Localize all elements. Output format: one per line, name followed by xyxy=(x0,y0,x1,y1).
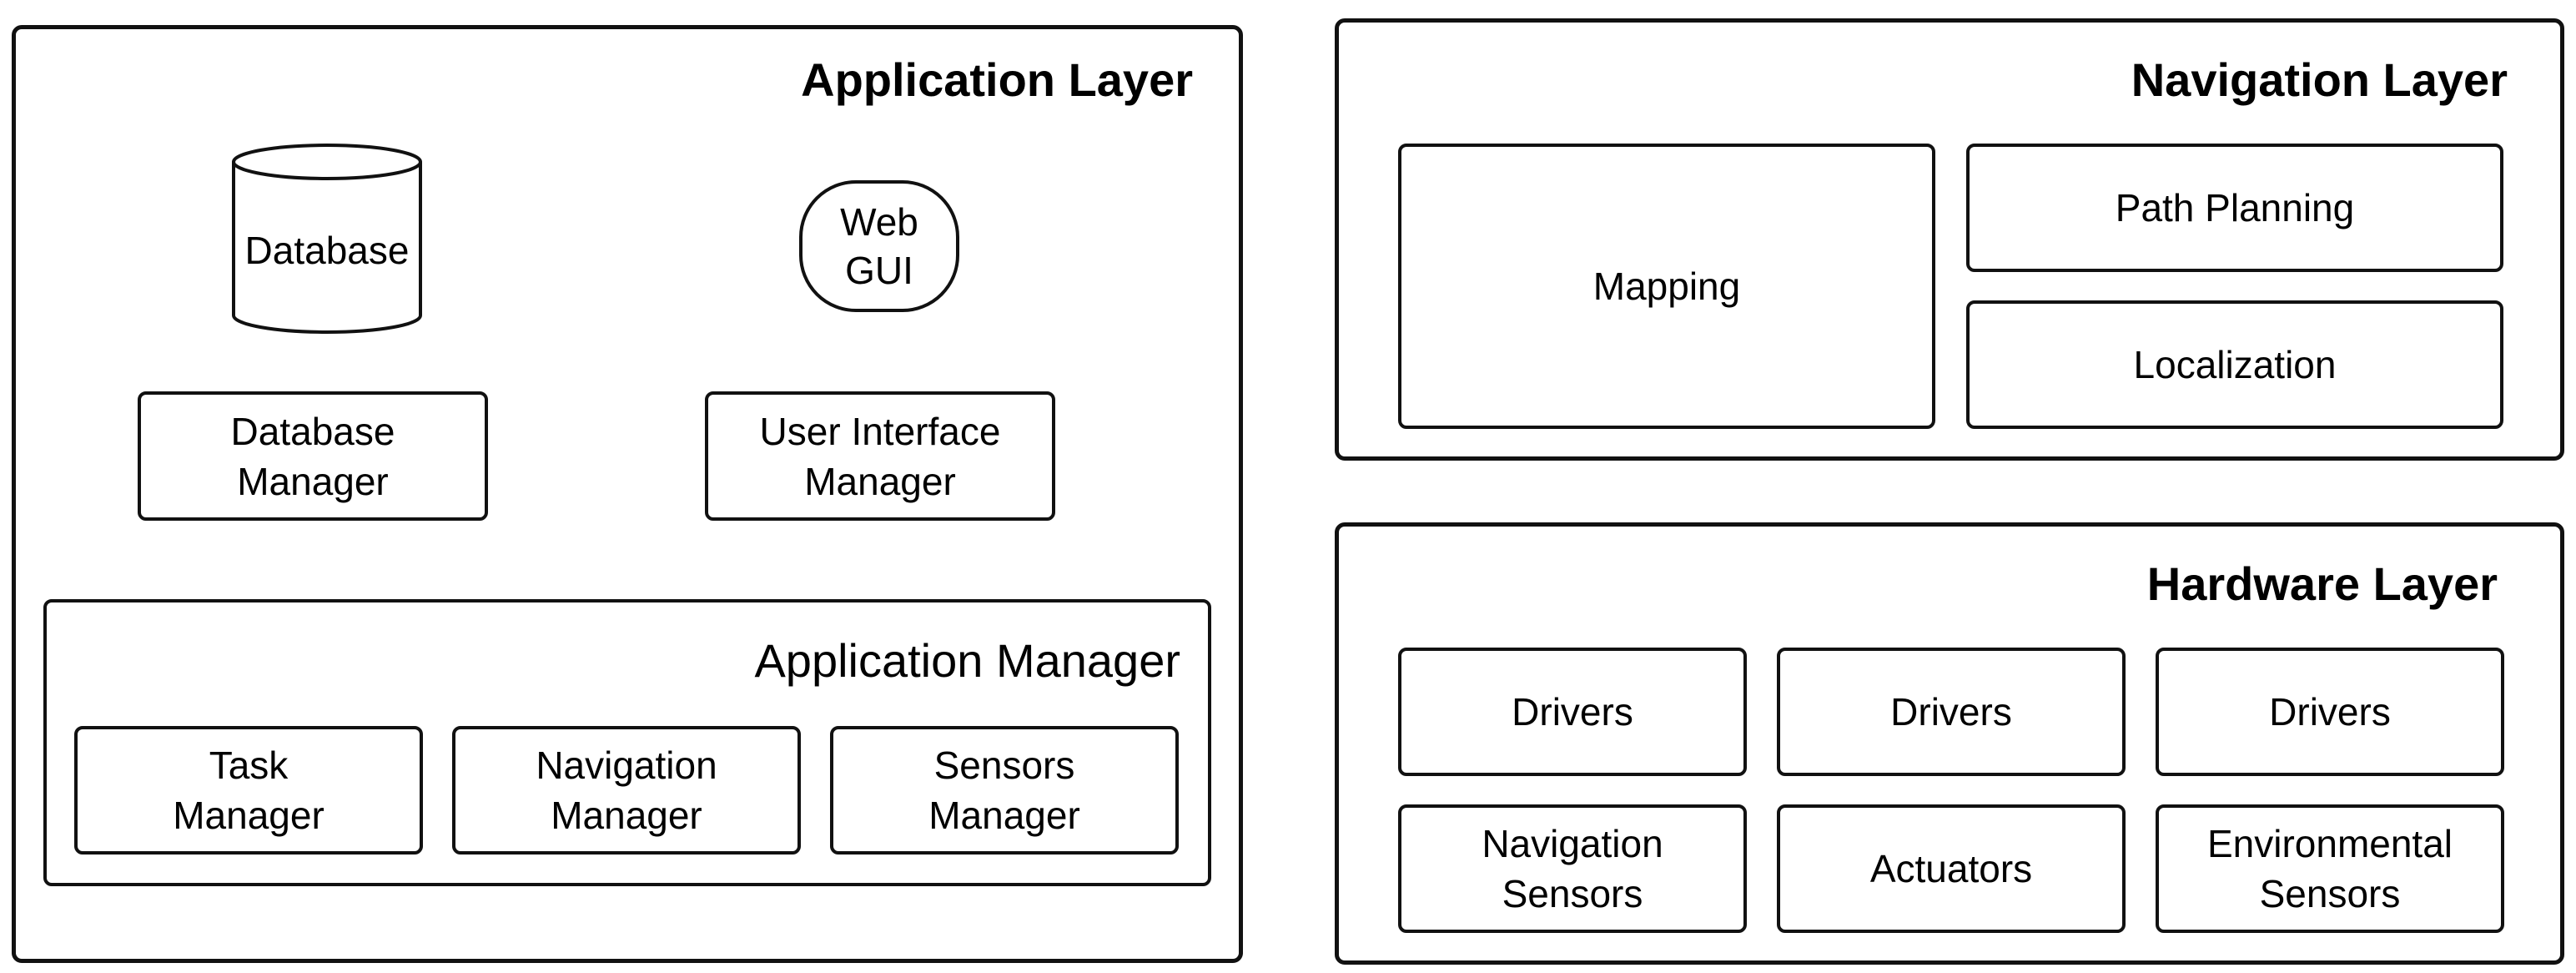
database-cylinder-icon xyxy=(232,144,422,334)
web-gui-shape xyxy=(799,180,959,312)
localization-label: Localization xyxy=(2133,343,2337,386)
navigation-manager-box: Navigation Manager xyxy=(452,726,801,855)
drivers-box-3: Drivers xyxy=(2156,648,2504,776)
drivers-label-1: Drivers xyxy=(1512,690,1633,734)
user-interface-manager-label: User Interface Manager xyxy=(759,409,1001,503)
environmental-sensors-box: Environmental Sensors xyxy=(2156,804,2504,933)
actuators-box: Actuators xyxy=(1777,804,2126,933)
drivers-label-3: Drivers xyxy=(2269,690,2391,734)
path-planning-label: Path Planning xyxy=(2115,186,2355,229)
task-manager-box: Task Manager xyxy=(74,726,423,855)
task-manager-label: Task Manager xyxy=(173,744,325,837)
drivers-label-2: Drivers xyxy=(1890,690,2012,734)
navigation-sensors-box: Navigation Sensors xyxy=(1398,804,1747,933)
hardware-layer-title: Hardware Layer xyxy=(2146,557,2498,610)
database-manager-label: Database Manager xyxy=(230,409,395,503)
navigation-sensors-label: Navigation Sensors xyxy=(1482,822,1663,915)
database-label: Database xyxy=(244,229,410,272)
application-layer-title: Application Layer xyxy=(801,53,1193,106)
drivers-box-2: Drivers xyxy=(1777,648,2126,776)
localization-box: Localization xyxy=(1966,300,2503,429)
application-manager-title: Application Manager xyxy=(754,634,1180,687)
drivers-box-1: Drivers xyxy=(1398,648,1747,776)
environmental-sensors-label: Environmental Sensors xyxy=(2206,822,2453,915)
database-manager-box: Database Manager xyxy=(138,391,488,521)
path-planning-box: Path Planning xyxy=(1966,144,2503,272)
sensors-manager-label: Sensors Manager xyxy=(928,744,1080,837)
actuators-label: Actuators xyxy=(1869,847,2033,890)
sensors-manager-box: Sensors Manager xyxy=(830,726,1179,855)
navigation-manager-label: Navigation Manager xyxy=(536,744,717,837)
mapping-box: Mapping xyxy=(1398,144,1935,429)
mapping-label: Mapping xyxy=(1592,265,1741,308)
user-interface-manager-box: User Interface Manager xyxy=(705,391,1055,521)
web-gui-label: Web GUI xyxy=(840,200,918,292)
navigation-layer-title: Navigation Layer xyxy=(2131,53,2508,106)
